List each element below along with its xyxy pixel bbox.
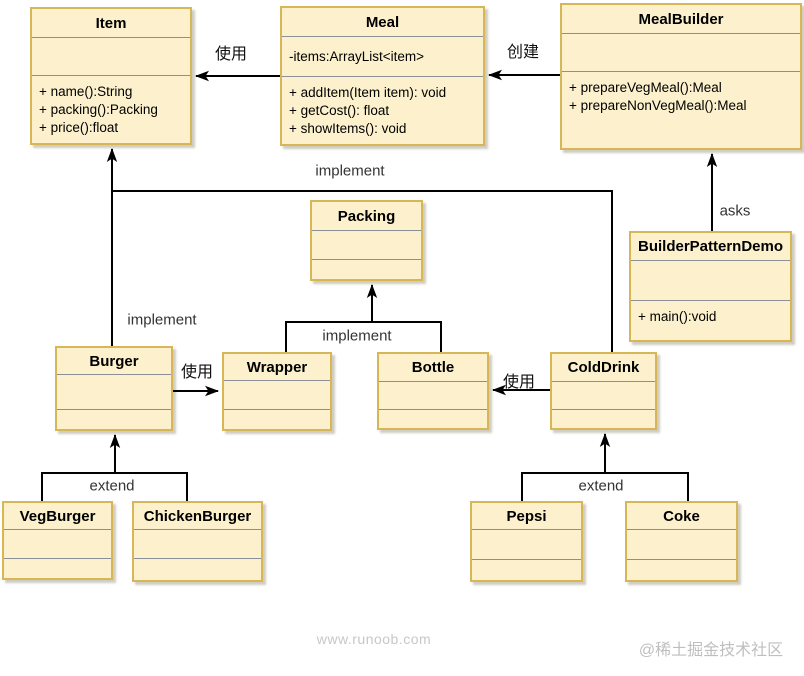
class-attributes-vegburger — [4, 530, 111, 559]
class-colddrink: ColdDrink — [550, 352, 657, 430]
class-vegburger: VegBurger — [2, 501, 113, 580]
label-use-bottle: 使用 — [502, 374, 536, 391]
class-attributes-packing — [312, 231, 421, 260]
class-name-bottle: Bottle — [379, 354, 487, 382]
class-attributes-meal: -items:ArrayList<item> — [282, 37, 483, 77]
class-item: Item+ name():String+ packing():Packing+ … — [30, 7, 192, 145]
class-burger: Burger — [55, 346, 173, 431]
class-attributes-item — [32, 38, 190, 76]
class-name-burger: Burger — [57, 348, 171, 375]
class-attributes-chickenburger — [134, 530, 261, 559]
class-methods-packing — [312, 260, 421, 267]
label-implement-burger: implement — [127, 311, 197, 329]
class-mealbuilder: MealBuilder+ prepareVegMeal():Meal+ prep… — [560, 3, 802, 150]
class-bottle: Bottle — [377, 352, 489, 430]
method-line: + main():void — [638, 309, 717, 324]
class-methods-colddrink — [552, 410, 655, 417]
method-line: + prepareNonVegMeal():Meal — [569, 98, 747, 113]
class-pepsi: Pepsi — [470, 501, 583, 582]
class-methods-item: + name():String + packing():Packing + pric… — [32, 76, 190, 137]
class-name-packing: Packing — [312, 202, 421, 231]
class-name-pepsi: Pepsi — [472, 503, 581, 530]
label-extend-colddrink: extend — [578, 477, 624, 495]
class-attributes-pepsi — [472, 530, 581, 560]
class-name-chickenburger: ChickenBurger — [134, 503, 261, 530]
watermark-runoob: www.runoob.com — [316, 631, 432, 647]
class-methods-bottle — [379, 410, 487, 417]
class-name-meal: Meal — [282, 8, 483, 37]
class-attributes-coke — [627, 530, 736, 560]
method-line: + prepareVegMeal():Meal — [569, 80, 722, 95]
class-packing: Packing — [310, 200, 423, 281]
class-meal: Meal -items:ArrayList<item> + addItem(Item… — [280, 6, 485, 146]
class-methods-burger — [57, 410, 171, 417]
label-implement-top: implement — [315, 162, 385, 180]
class-name-vegburger: VegBurger — [4, 503, 111, 530]
label-create-meal: 创建 — [506, 44, 540, 61]
class-methods-coke — [627, 560, 736, 567]
class-attributes-wrapper — [224, 381, 330, 410]
class-name-coke: Coke — [627, 503, 736, 530]
class-name-colddrink: ColdDrink — [552, 354, 655, 382]
class-name-mealbuilder: MealBuilder — [562, 5, 800, 34]
class-attributes-burger — [57, 375, 171, 410]
class-chickenburger: ChickenBurger — [132, 501, 263, 582]
class-methods-builderpatterndemo: + main():void — [631, 301, 790, 326]
watermark-juejin: @稀土掘金技术社区 — [638, 642, 784, 659]
class-name-wrapper: Wrapper — [224, 354, 330, 381]
class-builderpatterndemo: BuilderPatternDemo + main():void — [629, 231, 792, 342]
method-line: + name():String — [39, 84, 133, 99]
class-attributes-colddrink — [552, 382, 655, 410]
method-line: + packing():Packing — [39, 102, 158, 117]
class-methods-meal: + addItem(Item item): void + getCost(): f… — [282, 77, 483, 138]
class-attributes-builderpatterndemo — [631, 261, 790, 301]
class-methods-mealbuilder: + prepareVegMeal():Meal + prepareNonVegMe… — [562, 72, 800, 115]
label-asks: asks — [719, 202, 751, 220]
label-use-item: 使用 — [214, 46, 248, 63]
class-methods-chickenburger — [134, 559, 261, 566]
label-extend-burger: extend — [89, 477, 135, 495]
label-use-wrapper: 使用 — [180, 364, 214, 381]
class-wrapper: Wrapper — [222, 352, 332, 431]
class-attributes-mealbuilder — [562, 34, 800, 72]
method-line: + addItem(Item item): void — [289, 85, 447, 100]
method-line: + getCost(): float — [289, 103, 390, 118]
method-line: + showItems(): void — [289, 121, 407, 136]
class-name-builderpatterndemo: BuilderPatternDemo — [631, 233, 790, 261]
attribute-line: -items:ArrayList<item> — [289, 48, 425, 64]
class-attributes-bottle — [379, 382, 487, 410]
class-methods-vegburger — [4, 559, 111, 566]
label-implement-packing: implement — [322, 327, 392, 345]
class-name-item: Item — [32, 9, 190, 38]
class-methods-wrapper — [224, 410, 330, 417]
method-line: + price():float — [39, 120, 119, 135]
class-coke: Coke — [625, 501, 738, 582]
class-methods-pepsi — [472, 560, 581, 567]
